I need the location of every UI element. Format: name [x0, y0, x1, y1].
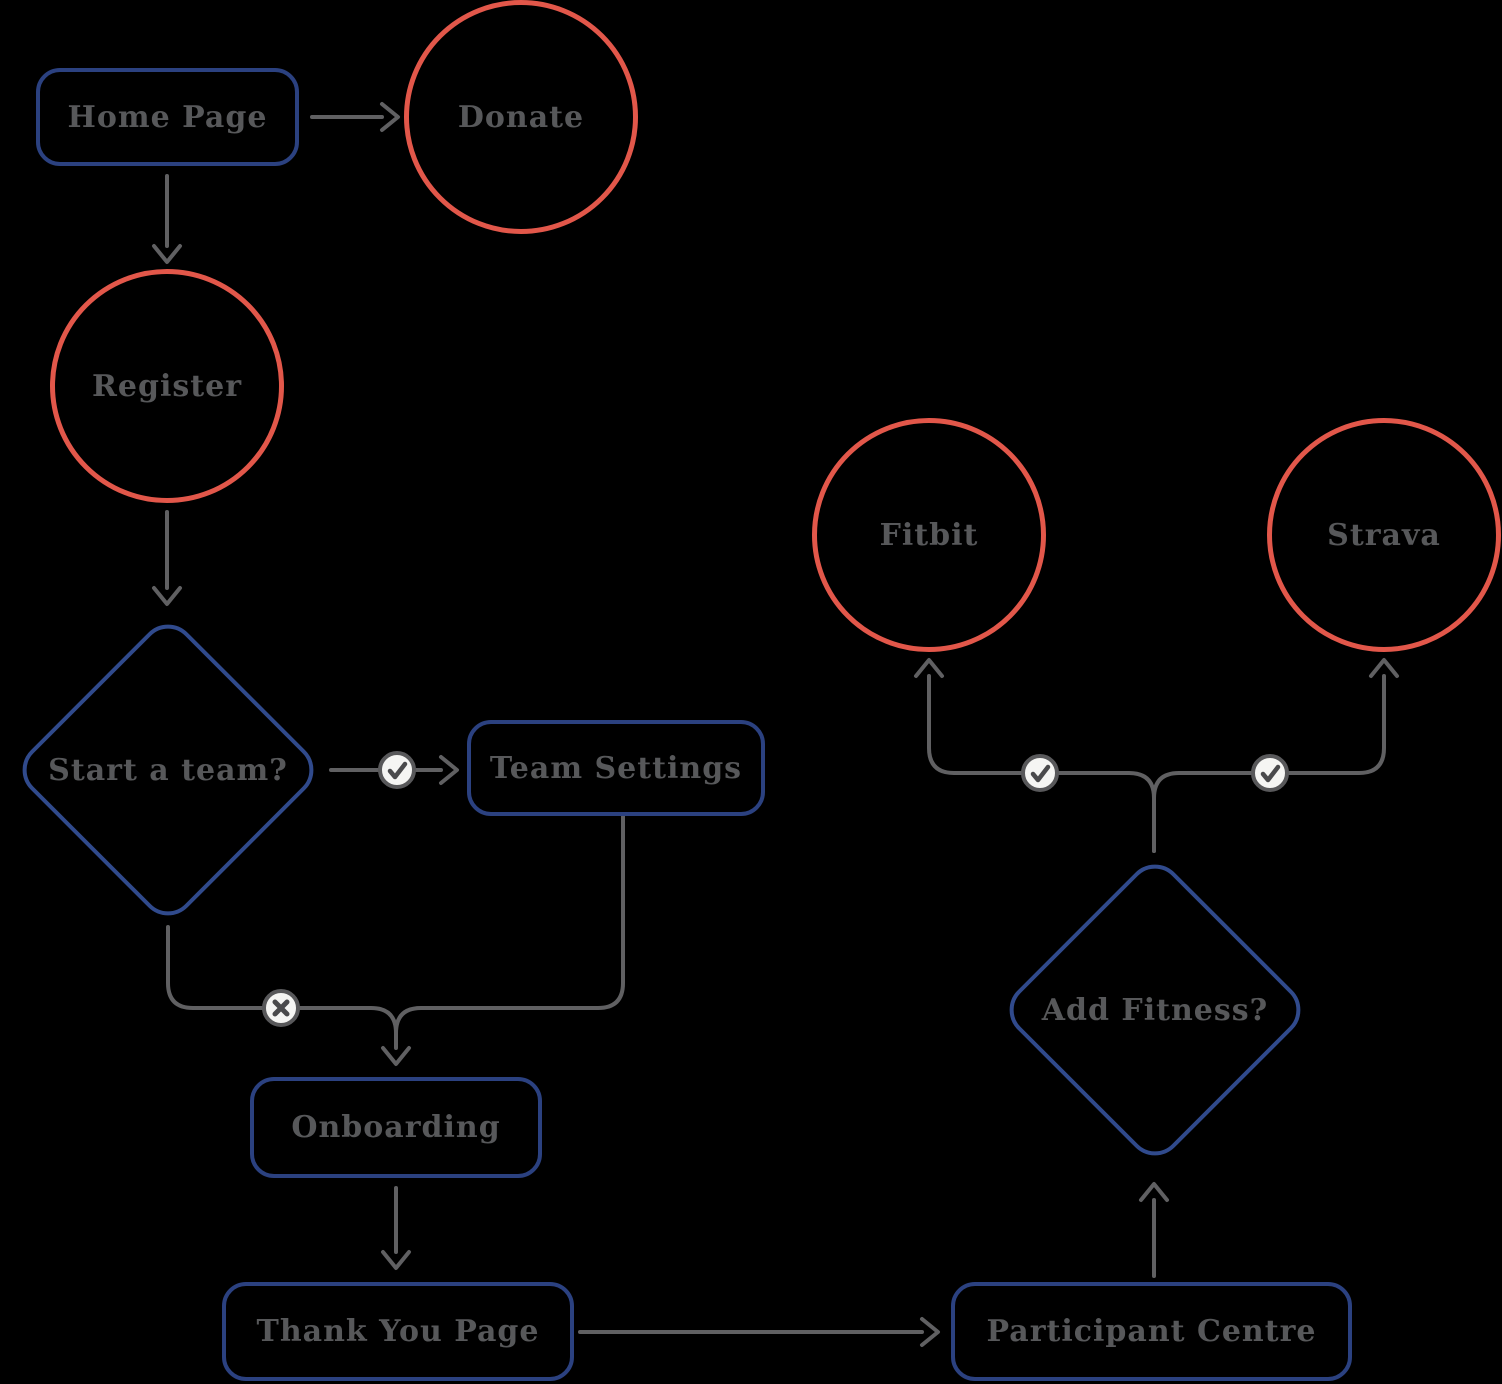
check-icon	[387, 761, 408, 780]
node-donate: Donate	[404, 0, 638, 234]
node-add-fitness: Add Fitness?	[998, 853, 1312, 1167]
edge-participant-centre-to-add-fitness	[1139, 1182, 1169, 1278]
node-participant-centre: Participant Centre	[951, 1282, 1352, 1381]
node-label: Home Page	[67, 99, 268, 135]
check-icon	[1260, 764, 1281, 783]
edge-thank-you-to-participant-centre	[578, 1317, 940, 1347]
arrowhead-right-icon	[920, 1317, 940, 1347]
check-icon	[1030, 764, 1051, 783]
node-label: Onboarding	[291, 1110, 501, 1145]
arrowhead-up-icon	[914, 658, 944, 678]
node-label: Donate	[457, 99, 585, 135]
node-label: Add Fitness?	[1041, 992, 1269, 1028]
edge-home-to-register	[152, 174, 182, 264]
cross-icon	[272, 999, 290, 1017]
edge-home-to-donate	[310, 102, 400, 132]
node-label: Register	[91, 368, 243, 404]
node-start-a-team: Start a team?	[11, 613, 325, 927]
check-badge	[1021, 754, 1059, 792]
node-label: Strava	[1327, 517, 1441, 553]
node-fitbit: Fitbit	[812, 418, 1046, 652]
node-onboarding: Onboarding	[250, 1077, 542, 1178]
edge-team-settings-to-onboarding	[394, 814, 625, 1035]
node-label: Team Settings	[489, 750, 743, 786]
arrowhead-right-icon	[439, 755, 459, 785]
node-team-settings: Team Settings	[467, 720, 765, 816]
node-strava: Strava	[1267, 418, 1501, 652]
edge-onboarding-to-thank-you	[381, 1186, 411, 1270]
arrowhead-right-icon	[380, 102, 400, 132]
node-label: Fitbit	[879, 517, 979, 553]
arrowhead-up-icon	[1139, 1182, 1169, 1202]
node-thank-you-page: Thank You Page	[222, 1282, 574, 1381]
node-register: Register	[50, 269, 284, 503]
cross-badge	[262, 989, 300, 1027]
check-badge	[1251, 754, 1289, 792]
check-badge	[378, 751, 416, 789]
arrowhead-down-icon	[152, 586, 182, 606]
node-label: Start a team?	[48, 752, 288, 788]
node-home-page: Home Page	[36, 68, 299, 166]
arrowhead-down-icon	[381, 1250, 411, 1270]
arrowhead-down-icon	[152, 244, 182, 264]
node-label: Thank You Page	[256, 1314, 540, 1349]
node-label: Participant Centre	[986, 1314, 1317, 1349]
arrowhead-down-icon	[381, 1046, 411, 1066]
edge-register-to-start-team	[152, 510, 182, 606]
arrowhead-up-icon	[1369, 658, 1399, 678]
